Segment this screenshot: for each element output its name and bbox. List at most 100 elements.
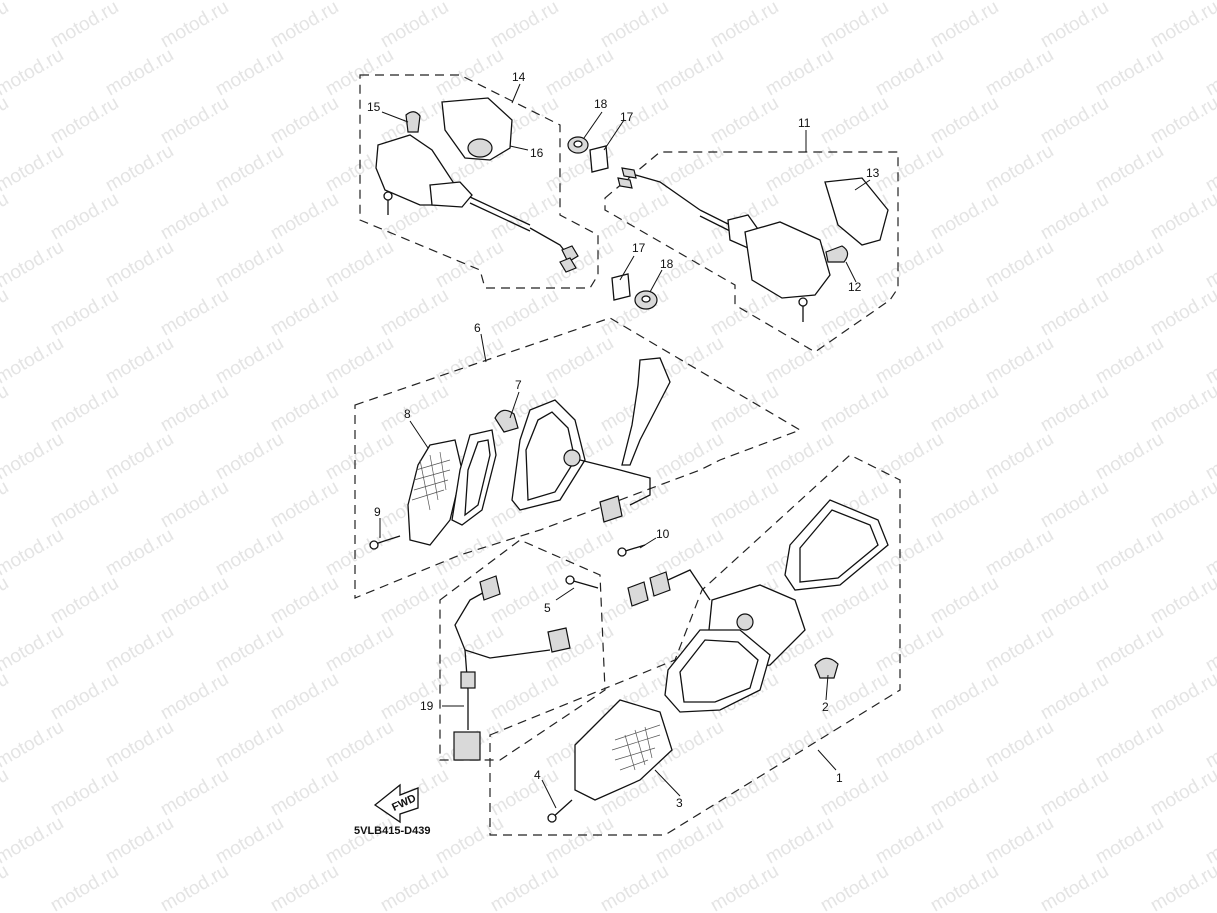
watermark-text: motod.ru [927, 573, 1002, 629]
watermark-text: motod.ru [872, 333, 947, 389]
watermark-text: motod.ru [1092, 141, 1167, 197]
bulb-2 [814, 657, 839, 679]
watermark-text: motod.ru [212, 237, 287, 293]
watermark-text: motod.ru [377, 669, 452, 725]
watermark-text: motod.ru [0, 45, 67, 101]
watermark-text: motod.ru [982, 333, 1057, 389]
bulb-15 [405, 111, 421, 133]
connector-11a [621, 167, 637, 179]
watermark-text: motod.ru [487, 765, 562, 821]
watermark-text: motod.ru [47, 381, 122, 437]
connector-1a [627, 581, 649, 607]
watermark-text: motod.ru [0, 765, 12, 821]
callout-2: 2 [822, 700, 829, 714]
watermark-text: motod.ru [542, 45, 617, 101]
watermark-text: motod.ru [0, 189, 12, 245]
watermark-text: motod.ru [1092, 525, 1167, 581]
signal-housing-11 [744, 221, 831, 299]
watermark-text: motod.ru [212, 717, 287, 773]
watermark-text: motod.ru [762, 45, 837, 101]
callout-12: 12 [848, 280, 862, 294]
watermark-text: motod.ru [1037, 477, 1112, 533]
callout-13: 13 [866, 166, 880, 180]
watermark-text: motod.ru [1147, 861, 1217, 913]
watermark-text: motod.ru [212, 813, 287, 869]
watermark-text: motod.ru [432, 333, 507, 389]
watermark-text: motod.ru [982, 813, 1057, 869]
watermark-text: motod.ru [0, 141, 67, 197]
watermark-text: motod.ru [47, 93, 122, 149]
watermark-text: motod.ru [597, 93, 672, 149]
callout-19: 19 [420, 699, 434, 713]
screw-9 [369, 540, 379, 550]
watermark-text: motod.ru [817, 765, 892, 821]
callout-8: 8 [404, 407, 411, 421]
screw-10 [617, 547, 627, 557]
watermark-text: motod.ru [707, 477, 782, 533]
seal-strip-6 [621, 357, 671, 466]
watermark-text: motod.ru [817, 0, 892, 52]
watermark-text: motod.ru [322, 717, 397, 773]
watermark-text: motod.ru [1092, 237, 1167, 293]
assembly-11-group [604, 151, 899, 353]
callout-18-bottom: 18 [660, 257, 674, 271]
watermark-text: motod.ru [1202, 621, 1217, 677]
callout-16: 16 [530, 146, 544, 160]
watermark-text: motod.ru [1037, 669, 1112, 725]
watermark-text: motod.ru [707, 0, 782, 52]
watermark-text: motod.ru [707, 765, 782, 821]
watermark-text: motod.ru [322, 429, 397, 485]
watermark-text: motod.ru [157, 93, 232, 149]
harness-connector-b [547, 627, 571, 653]
watermark-text: motod.ru [762, 141, 837, 197]
watermark-text: motod.ru [0, 381, 12, 437]
connector-14a [561, 245, 579, 263]
leader-lines [379, 83, 871, 809]
watermark-text: motod.ru [267, 477, 342, 533]
watermark-text: motod.ru [542, 525, 617, 581]
watermark-text: motod.ru [817, 861, 892, 913]
signal-stem-14 [429, 181, 473, 208]
watermark-text: motod.ru [1037, 861, 1112, 913]
watermark-text: motod.ru [157, 669, 232, 725]
socket-6 [563, 449, 581, 467]
watermark-text: motod.ru [0, 477, 12, 533]
wire-harness-19 [439, 539, 606, 761]
watermark-text: motod.ru [432, 237, 507, 293]
watermark-text: motod.ru [0, 861, 12, 913]
watermark-text: motod.ru [157, 573, 232, 629]
harness-19-boundary [439, 539, 606, 761]
callout-9: 9 [374, 505, 381, 519]
watermark-text: motod.ru [0, 0, 67, 4]
watermark-text: motod.ru [377, 0, 452, 52]
watermark-text: motod.ru [542, 237, 617, 293]
watermark-text: motod.ru [322, 237, 397, 293]
callout-numbers: 14 15 16 18 17 11 13 12 17 18 6 7 8 9 10… [367, 70, 880, 810]
watermark-text: motod.ru [487, 0, 562, 52]
watermark-text: motod.ru [542, 333, 617, 389]
watermark-text: motod.ru [212, 333, 287, 389]
watermark-text: motod.ru [212, 525, 287, 581]
watermark-text: motod.ru [762, 333, 837, 389]
watermark-text: motod.ru [47, 669, 122, 725]
watermark-text: motod.ru [1202, 813, 1217, 869]
lens-16-socket [467, 138, 493, 158]
watermark-text: motod.ru [652, 429, 727, 485]
watermark-text: motod.ru [1037, 93, 1112, 149]
watermark-text: motod.ru [597, 189, 672, 245]
watermark-text: motod.ru [0, 0, 12, 52]
watermark-text: motod.ru [1037, 285, 1112, 341]
watermark-text: motod.ru [432, 45, 507, 101]
watermark-text: motod.ru [1202, 141, 1217, 197]
callout-1: 1 [836, 771, 843, 785]
watermark-text: motod.ru [212, 45, 287, 101]
watermark-text: motod.ru [1092, 621, 1167, 677]
assembly-14-group [359, 74, 599, 289]
callout-4: 4 [534, 768, 541, 782]
watermark-text: motod.ru [597, 861, 672, 913]
watermark-text: motod.ru [982, 237, 1057, 293]
watermark-text: motod.ru [1147, 189, 1217, 245]
watermark-text: motod.ru [927, 0, 1002, 52]
watermark-text: motod.ru [102, 333, 177, 389]
